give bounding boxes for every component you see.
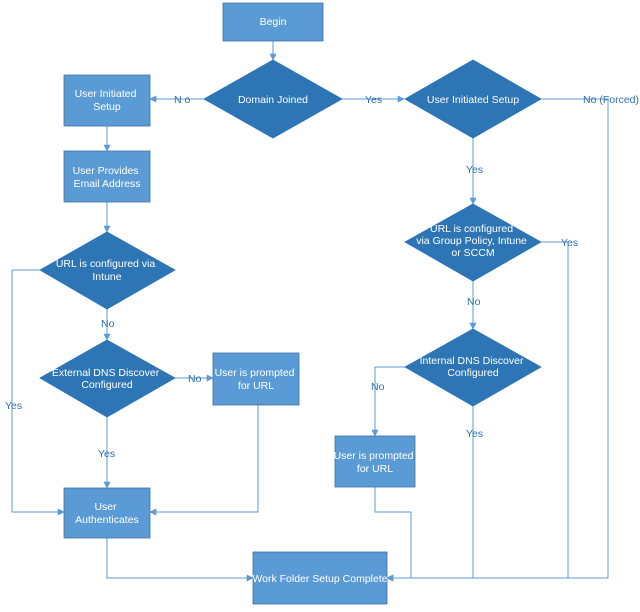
external-dns-label: External DNS Discover Configured [52,367,162,391]
url-intune-diamond: URL is configured via Intune [39,231,176,310]
url-gp-diamond: URL is configured via Group Policy, Intu… [404,203,542,282]
prompt-left-box: User is prompted for URL [212,352,300,406]
domain-no-label: N o [174,94,191,106]
edge-intune-yes [11,269,65,516]
prompt-left-label: User is prompted for URL [215,367,298,392]
prompt-right-label: User is prompted for URL [334,450,417,475]
forced-label: No (Forced) [583,94,639,106]
ext-no-label: No [188,373,202,385]
edge-gp-yes [541,241,569,578]
edge-forced [386,98,609,582]
edge-auth-complete [106,538,254,582]
gp-yes-label: Yes [561,237,578,249]
begin-box: Begin [222,2,324,42]
user-initiated-setup-right-label: User Initiated Setup [427,94,519,106]
complete-label: Work Folder Setup Complete [252,573,387,585]
internal-dns-label: Internal DNS Discover Configured [420,355,527,379]
intune-no-label: No [101,318,115,330]
int-yes-label: Yes [466,428,483,440]
user-initiated-setup-right-diamond: User Initiated Setup [404,59,542,139]
internal-dns-diamond: Internal DNS Discover Configured [404,328,542,407]
complete-box: Work Folder Setup Complete [252,551,388,605]
user-initiated-setup-left-label: User Initiated Setup [75,88,140,113]
external-dns-diamond: External DNS Discover Configured [39,339,176,418]
edge-prompt-left-auth [149,405,259,516]
begin-label: Begin [260,16,287,28]
intune-yes-label: Yes [5,400,22,412]
user-initiated-setup-left-box: User Initiated Setup [63,74,151,127]
gp-no-label: No [467,296,481,308]
domain-joined-label: Domain Joined [238,94,308,106]
url-intune-label: URL is configured via Intune [56,258,158,283]
user-provides-email-box: User Provides Email Address [63,150,151,203]
url-gp-label: URL is configured via Group Policy, Intu… [416,223,530,259]
user-authenticates-label: User Authenticates [75,501,139,526]
user-provides-email-label: User Provides Email Address [73,165,142,190]
domain-joined-diamond: Domain Joined [203,59,343,139]
prompt-right-box: User is prompted for URL [334,435,417,488]
domain-yes-label: Yes [365,94,382,106]
int-no-label: No [371,381,385,393]
ext-yes-label: Yes [98,448,115,460]
edge-int-no [371,366,405,437]
uis-yes-label: Yes [466,164,483,176]
user-authenticates-box: User Authenticates [63,487,151,539]
edge-prompt-right-complete [374,487,412,582]
